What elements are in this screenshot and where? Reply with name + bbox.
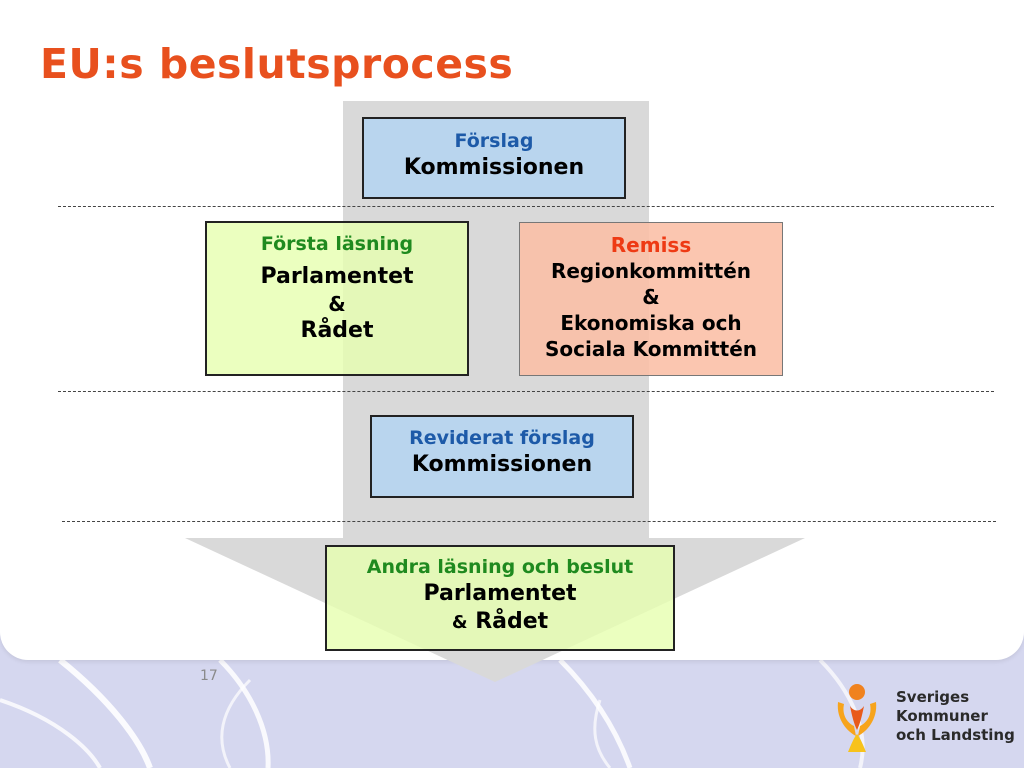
first-reading-amp: & <box>328 292 346 317</box>
second-reading-line1: Parlamentet <box>423 580 577 606</box>
revised-proposal-label: Reviderat förslag <box>409 427 595 449</box>
proposal-body: Kommissionen <box>403 154 585 180</box>
slide-title: EU:s beslutsprocess <box>40 40 514 88</box>
consultation-amp: & <box>642 285 660 309</box>
revised-proposal-box: Reviderat förslag Kommissionen <box>370 415 634 498</box>
logo-text-line: och Landsting <box>896 726 1015 744</box>
proposal-label: Förslag <box>454 130 534 152</box>
logo-text-line: Sveriges <box>896 688 970 706</box>
proposal-box: Förslag Kommissionen <box>362 117 626 199</box>
first-reading-box: Första läsning Parlamentet & Rådet <box>205 221 469 376</box>
revised-proposal-body: Kommissionen <box>411 451 593 477</box>
skl-logo-text: Sveriges Kommuner och Landsting <box>896 688 1015 745</box>
logo-text-line: Kommuner <box>896 707 988 725</box>
second-reading-line2-text: Rådet <box>475 609 549 635</box>
page-number: 17 <box>200 668 218 684</box>
consultation-line2: Ekonomiska och <box>560 311 742 335</box>
consultation-line1: Regionkommittén <box>550 259 752 283</box>
second-reading-line2: & Rådet <box>327 608 673 637</box>
divider-line <box>58 391 994 392</box>
second-reading-amp: & <box>451 612 468 634</box>
first-reading-label: Första läsning <box>260 233 414 255</box>
first-reading-line1: Parlamentet <box>260 263 414 289</box>
consultation-line3: Sociala Kommittén <box>544 337 757 361</box>
divider-line <box>62 521 996 522</box>
skl-logo-icon <box>837 684 877 752</box>
consultation-label: Remiss <box>610 233 692 257</box>
first-reading-line2: Rådet <box>300 318 374 344</box>
divider-line <box>58 206 994 207</box>
consultation-box: Remiss Regionkommittén & Ekonomiska och … <box>519 222 783 376</box>
second-reading-box: Andra läsning och beslut Parlamentet & R… <box>325 545 675 651</box>
second-reading-label: Andra läsning och beslut <box>366 556 634 578</box>
